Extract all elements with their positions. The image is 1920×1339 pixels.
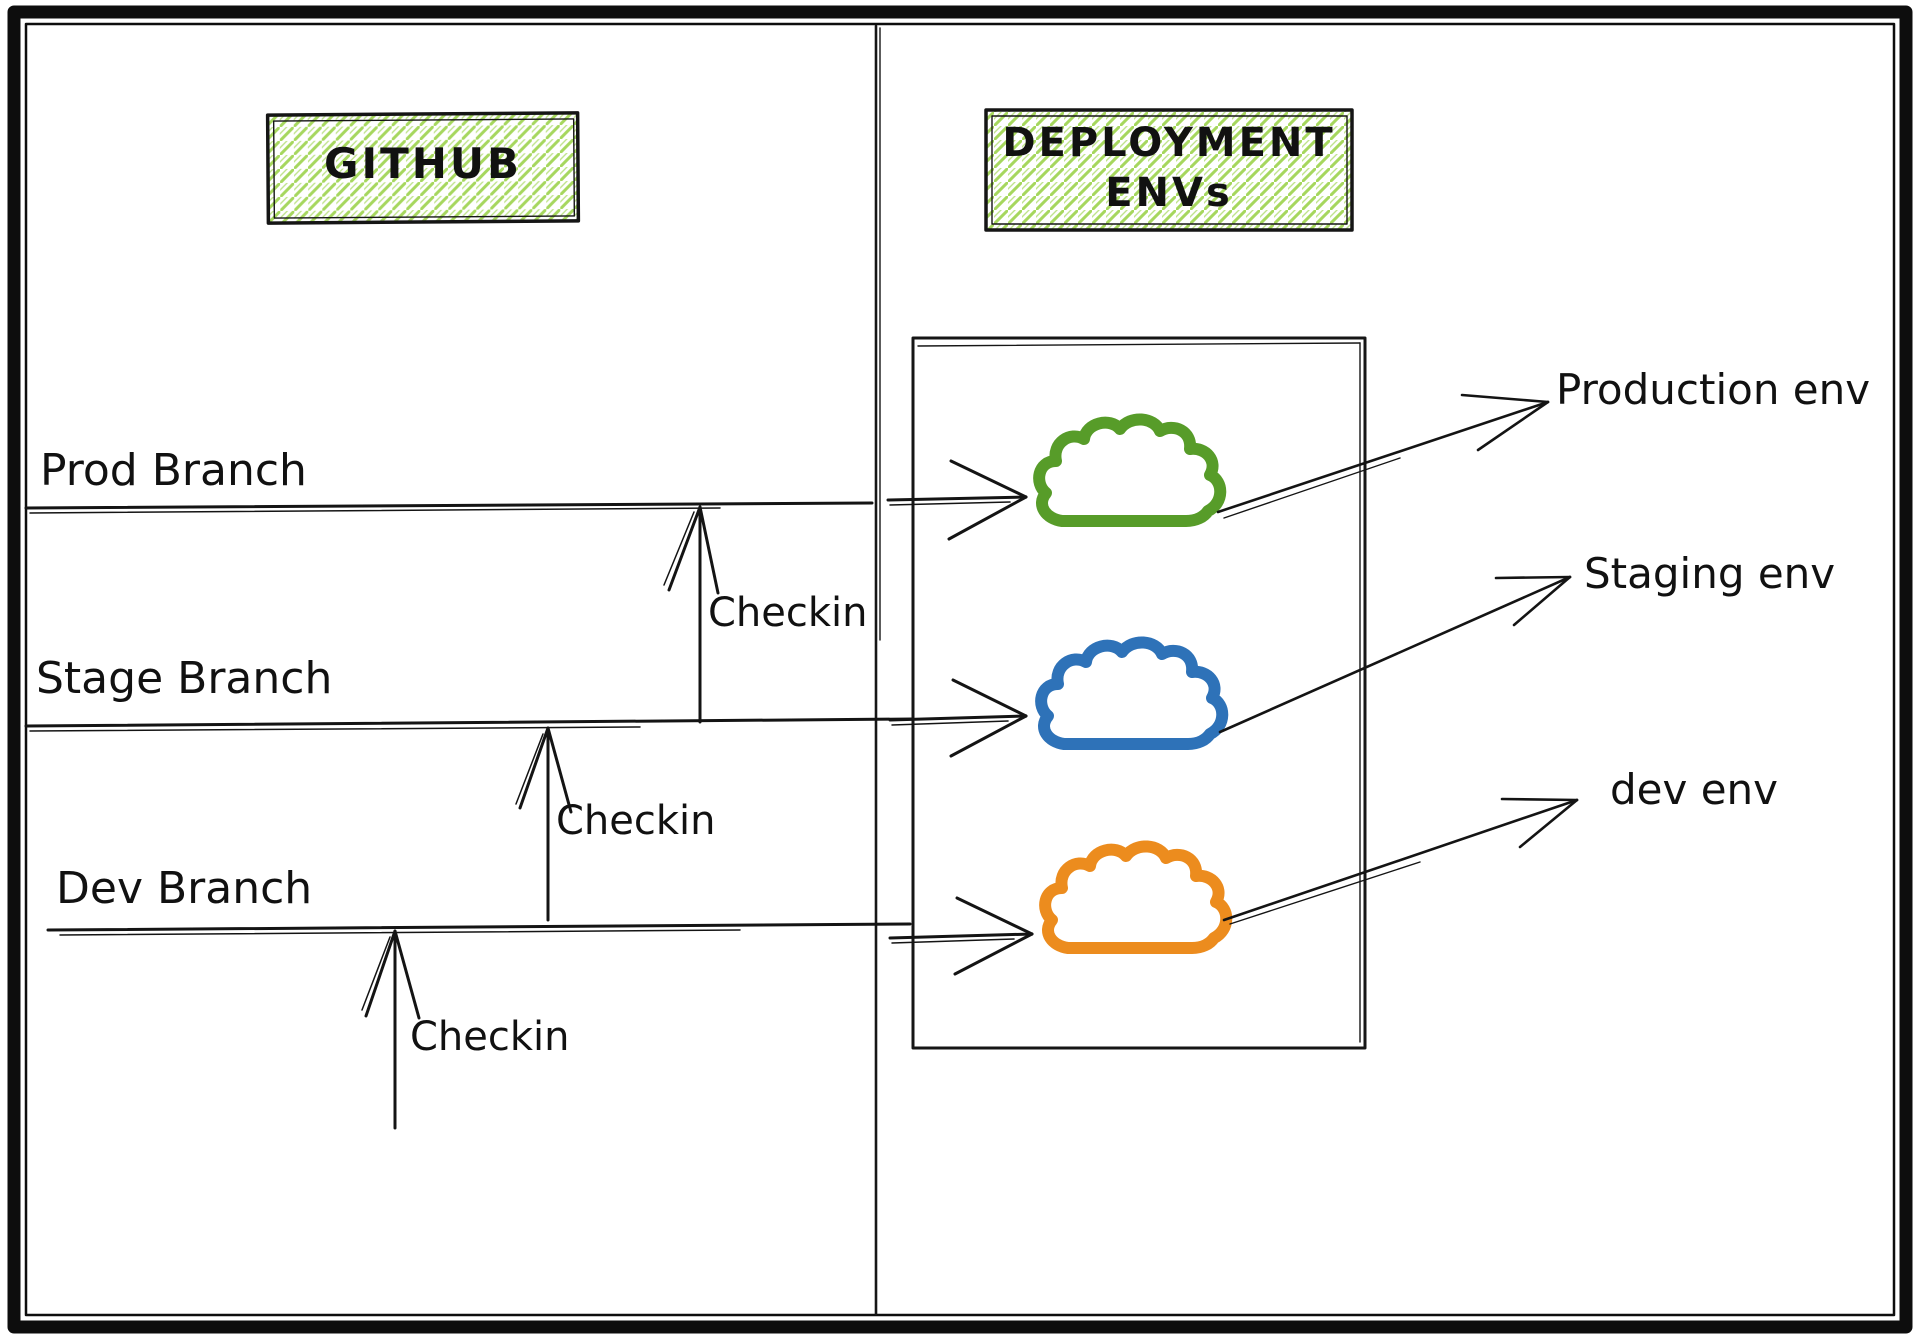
dev-cloud-icon: [1039, 840, 1233, 954]
checkin-label-1: Checkin: [708, 590, 868, 636]
deployment-title-line2: ENVs: [1105, 170, 1233, 216]
staging-env-label: Staging env: [1584, 549, 1836, 598]
github-title-box: [265, 111, 581, 225]
prod-branch-line: [24, 501, 874, 514]
stage-branch-label: Stage Branch: [36, 653, 333, 704]
dev-branch-line: [46, 922, 912, 936]
section-divider-line: [874, 24, 881, 1316]
deployment-container-box: [911, 336, 1367, 1050]
deployment-title-box: [984, 108, 1354, 232]
stage-branch-line: [24, 717, 915, 732]
flow-arrow-stage-to-cloud: [888, 678, 1028, 758]
prod-branch-label: Prod Branch: [40, 445, 307, 496]
dev-branch-label: Dev Branch: [56, 863, 313, 914]
staging-cloud-icon: [1035, 636, 1229, 750]
checkin-label-2: Checkin: [556, 798, 716, 844]
checkin-arrow-stage-to-prod: [663, 505, 720, 724]
frame-outer: [7, 5, 1913, 1334]
env-arrow-production: [1216, 393, 1550, 519]
page-frame: [7, 5, 1913, 1334]
env-arrow-dev: [1222, 797, 1579, 925]
production-cloud-icon: [1033, 413, 1227, 527]
env-arrow-staging: [1218, 575, 1572, 734]
production-env-label: Production env: [1556, 365, 1871, 414]
checkin-arrow-into-dev: [361, 929, 421, 1130]
checkin-label-3: Checkin: [410, 1014, 570, 1060]
deployment-title-line1: DEPLOYMENT: [1002, 120, 1336, 166]
checkin-arrow-dev-to-stage: [515, 726, 573, 922]
flow-arrow-prod-to-cloud: [886, 459, 1028, 541]
frame-inner: [24, 22, 1896, 1317]
github-title: GITHUB: [323, 139, 523, 188]
dev-env-label: dev env: [1610, 765, 1779, 814]
flow-arrow-dev-to-cloud: [888, 896, 1034, 976]
